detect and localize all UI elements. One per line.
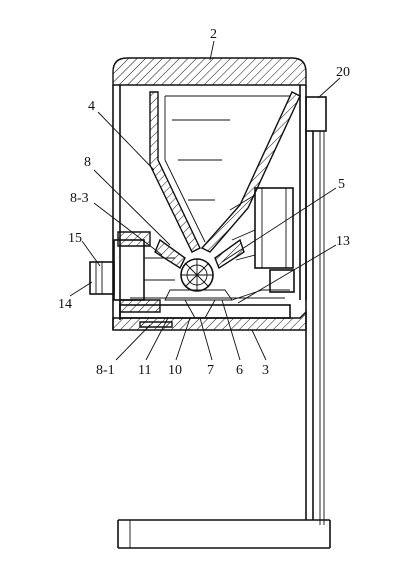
- top-cover: [112, 57, 307, 330]
- label-8-1: 8-1: [96, 363, 115, 378]
- label-8: 8: [84, 155, 91, 170]
- label-11: 11: [138, 363, 151, 378]
- label-8-3: 8-3: [70, 191, 89, 206]
- adjust-knob: [89, 231, 175, 313]
- label-20: 20: [336, 65, 350, 80]
- label-3: 3: [262, 363, 269, 378]
- label-4: 4: [88, 99, 95, 114]
- lower-chamber: [112, 289, 307, 331]
- label-13: 13: [336, 234, 350, 249]
- label-2: 2: [210, 27, 217, 42]
- label-14: 14: [58, 297, 72, 312]
- label-10: 10: [168, 363, 182, 378]
- back-bracket: [305, 96, 327, 525]
- label-15: 15: [68, 231, 82, 246]
- motor-housing: [229, 187, 295, 293]
- stand-base: [117, 519, 331, 549]
- label-5: 5: [338, 177, 345, 192]
- label-7: 7: [207, 363, 214, 378]
- leader-lines: [69, 40, 341, 361]
- hopper-funnel: [149, 91, 301, 253]
- grinding-burr: [154, 238, 245, 319]
- label-6: 6: [236, 363, 243, 378]
